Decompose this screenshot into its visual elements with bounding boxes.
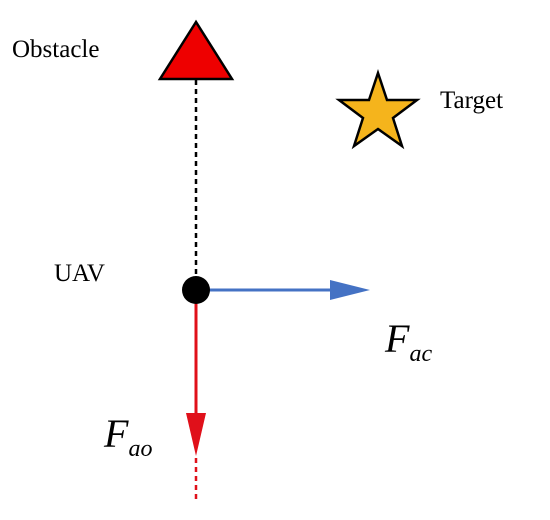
force-ac-label-main: F [384, 316, 410, 361]
force-ao-label-subscript: ao [128, 436, 152, 462]
target-star-icon [335, 69, 421, 150]
target-label: Target [440, 87, 503, 114]
force-ao-arrowhead-icon [186, 413, 206, 456]
force-ac-label: Fac [384, 316, 432, 367]
obstacle-triangle-icon [157, 19, 235, 81]
uav-label: UAV [54, 260, 105, 287]
obstacle-label: Obstacle [12, 36, 99, 63]
force-ao-label: Fao [103, 411, 152, 462]
force-ao-label-main: F [103, 411, 129, 456]
force-ac-label-subscript: ac [409, 341, 432, 367]
force-ac-arrowhead-icon [330, 280, 370, 300]
uav-dot-icon [182, 276, 210, 304]
